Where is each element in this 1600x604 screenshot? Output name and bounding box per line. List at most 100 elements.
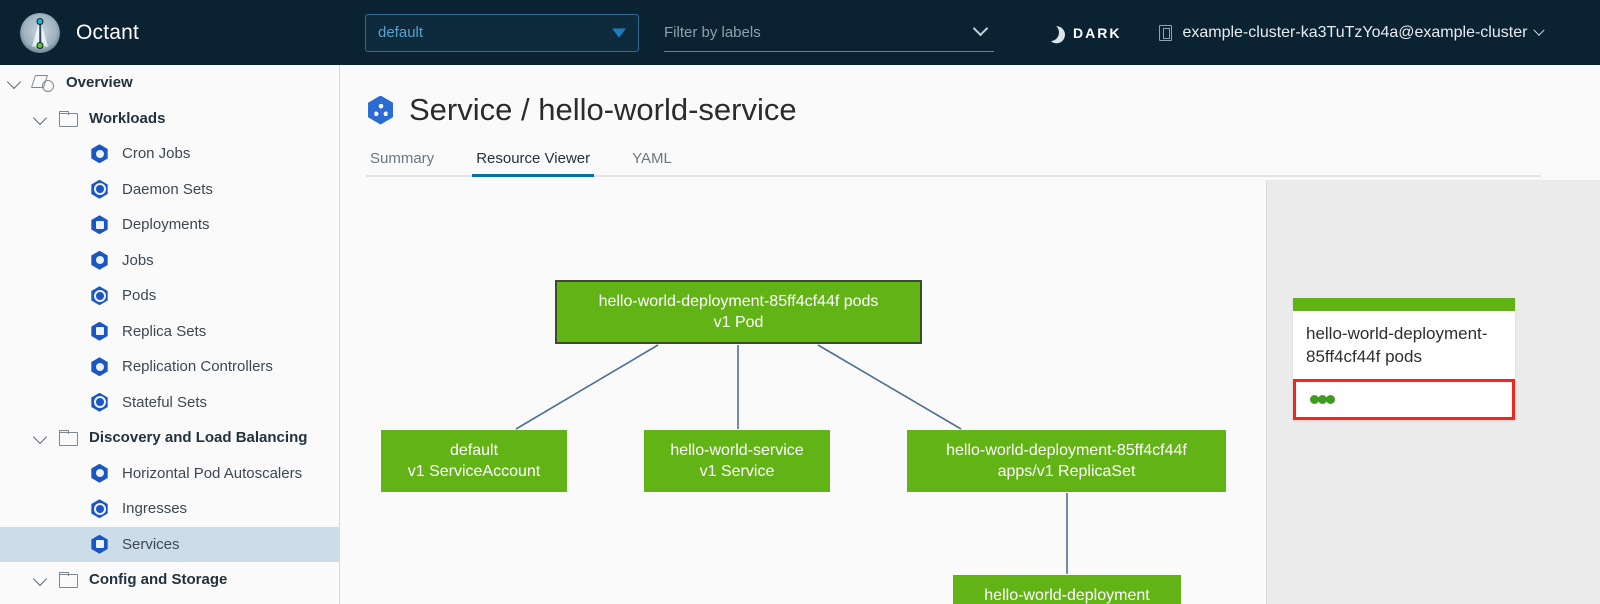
resource-graph: hello-world-deployment-85ff4cf44f pods v1… xyxy=(366,180,1266,604)
sidebar-item-label: Replication Controllers xyxy=(122,358,273,376)
namespace-select[interactable]: default xyxy=(365,13,639,52)
theme-toggle[interactable]: DARK xyxy=(1042,24,1121,41)
sidebar-item-label: Cron Jobs xyxy=(122,145,191,163)
brand[interactable]: Octant xyxy=(0,12,340,53)
page-title: Service / hello-world-service xyxy=(409,92,797,127)
graph-node-name: hello-world-deployment xyxy=(984,587,1150,604)
k8s-replicaset-icon xyxy=(91,321,108,341)
namespace-value: default xyxy=(378,24,424,41)
sidebar-item-label: Workloads xyxy=(89,109,166,127)
sidebar-item-label: Deployments xyxy=(122,216,210,234)
sidebar-item-jobs[interactable]: Jobs xyxy=(0,243,339,279)
graph-node-service[interactable]: hello-world-service v1 Service xyxy=(644,430,830,492)
sidebar-item-label: Horizontal Pod Autoscalers xyxy=(122,464,303,482)
k8s-cronjob-icon xyxy=(91,144,108,164)
graph-node-name: hello-world-deployment-85ff4cf44f pods xyxy=(598,293,879,310)
sidebar-item-label: Services xyxy=(122,535,180,553)
sidebar-item-ingresses[interactable]: Ingresses xyxy=(0,491,339,527)
graph-node-name: default xyxy=(449,442,499,459)
k8s-hpa-icon xyxy=(91,463,108,483)
graph-edges xyxy=(515,344,1068,574)
sidebar-item-label: Discovery and Load Balancing xyxy=(89,429,308,447)
cluster-name: example-cluster-ka3TuTzYo4a@example-clus… xyxy=(1182,23,1528,41)
sidebar-item-label: Config and Storage xyxy=(89,571,228,589)
main-content: Service / hello-world-service Summary Res… xyxy=(341,65,1600,604)
graph-node-sa[interactable]: default v1 ServiceAccount xyxy=(381,430,567,492)
graph-edge xyxy=(817,344,962,430)
detail-card[interactable]: hello-world-deployment-85ff4cf44f pods xyxy=(1293,298,1515,420)
graph-node-name: hello-world-deployment-85ff4cf44f xyxy=(946,442,1187,459)
moon-icon xyxy=(1040,22,1061,43)
label-filter-placeholder: Filter by labels xyxy=(664,23,761,41)
sidebar-item-label: Stateful Sets xyxy=(122,393,208,411)
card-accent-bar xyxy=(1293,298,1515,311)
graph-node-kind: v1 Pod xyxy=(713,314,764,331)
chevron-down-icon[interactable] xyxy=(8,75,23,90)
sidebar-item-label: Ingresses xyxy=(122,500,188,518)
k8s-deployment-icon xyxy=(91,215,108,235)
chevron-down-icon[interactable] xyxy=(972,20,989,36)
chevron-down-icon[interactable] xyxy=(34,572,49,587)
k8s-job-icon xyxy=(91,250,108,270)
page-header: Service / hello-world-service xyxy=(341,65,1600,128)
sidebar-item-discovery-and-load-balancing[interactable]: Discovery and Load Balancing xyxy=(0,420,339,456)
sidebar-item-pods[interactable]: Pods xyxy=(0,278,339,314)
caret-down-icon xyxy=(612,28,626,37)
overview-icon xyxy=(33,74,55,92)
chevron-down-icon[interactable] xyxy=(34,430,49,445)
cluster-selector[interactable]: example-cluster-ka3TuTzYo4a@example-clus… xyxy=(1159,23,1546,42)
tab-yaml[interactable]: YAML xyxy=(632,150,672,167)
graph-node-pods[interactable]: hello-world-deployment-85ff4cf44f pods v1… xyxy=(555,280,922,344)
card-status-section xyxy=(1293,379,1515,420)
sidebar-item-replica-sets[interactable]: Replica Sets xyxy=(0,314,339,350)
graph-edge xyxy=(515,344,659,430)
sidebar-item-cron-jobs[interactable]: Cron Jobs xyxy=(0,136,339,172)
graph-node-kind: v1 Service xyxy=(699,463,775,480)
chevron-down-icon xyxy=(1533,24,1546,36)
sidebar-item-label: Pods xyxy=(122,287,157,305)
folder-icon xyxy=(59,572,78,589)
sidebar-item-workloads[interactable]: Workloads xyxy=(0,101,339,137)
k8s-statefulset-icon xyxy=(91,392,108,412)
sidebar-item-replication-controllers[interactable]: Replication Controllers xyxy=(0,349,339,385)
card-title: hello-world-deployment-85ff4cf44f pods xyxy=(1306,324,1488,366)
status-dots xyxy=(1310,395,1335,404)
sidebar-item-label: Replica Sets xyxy=(122,322,207,340)
sidebar-item-deployments[interactable]: Deployments xyxy=(0,207,339,243)
graph-node-kind: v1 ServiceAccount xyxy=(407,463,541,480)
chevron-down-icon[interactable] xyxy=(34,111,49,126)
sidebar-item-horizontal-pod-autoscalers[interactable]: Horizontal Pod Autoscalers xyxy=(0,456,339,492)
sidebar-item-services[interactable]: Services xyxy=(0,526,339,562)
tab-summary[interactable]: Summary xyxy=(370,150,435,167)
sidebar-item-label: Jobs xyxy=(122,251,154,269)
status-dot[interactable] xyxy=(1326,395,1335,404)
k8s-service-icon xyxy=(91,534,108,554)
detail-side-panel: hello-world-deployment-85ff4cf44f pods xyxy=(1266,180,1600,604)
folder-icon xyxy=(59,430,78,447)
sidebar-item-stateful-sets[interactable]: Stateful Sets xyxy=(0,385,339,421)
k8s-replicationcontroller-icon xyxy=(91,357,108,377)
tab-resource-viewer[interactable]: Resource Viewer xyxy=(472,150,595,177)
status-dot[interactable] xyxy=(1318,395,1327,404)
label-filter-input[interactable]: Filter by labels xyxy=(664,14,994,52)
graph-node-deployment[interactable]: hello-world-deploymentapps/v1 Deployment xyxy=(953,575,1181,604)
graph-node-replicaset[interactable]: hello-world-deployment-85ff4cf44f apps/v1… xyxy=(907,430,1226,492)
k8s-ingress-icon xyxy=(91,499,108,519)
sidebar-item-label: Daemon Sets xyxy=(122,180,213,198)
octant-logo-icon xyxy=(20,12,60,53)
status-dot[interactable] xyxy=(1310,395,1319,404)
graph-node-name: hello-world-service xyxy=(670,442,804,459)
k8s-service-icon xyxy=(368,95,393,125)
graph-node-kind: apps/v1 ReplicaSet xyxy=(997,463,1136,480)
brand-title: Octant xyxy=(76,20,140,44)
cluster-icon xyxy=(1159,24,1173,41)
k8s-daemonset-icon xyxy=(91,179,108,199)
sidebar-item-overview[interactable]: Overview xyxy=(0,65,339,101)
folder-icon xyxy=(59,110,78,127)
sidebar-item-config-and-storage[interactable]: Config and Storage xyxy=(0,562,339,598)
sidebar-item-daemon-sets[interactable]: Daemon Sets xyxy=(0,172,339,208)
tab-bar: Summary Resource Viewer YAML xyxy=(366,144,1541,177)
sidebar-item-label: Overview xyxy=(66,74,133,92)
